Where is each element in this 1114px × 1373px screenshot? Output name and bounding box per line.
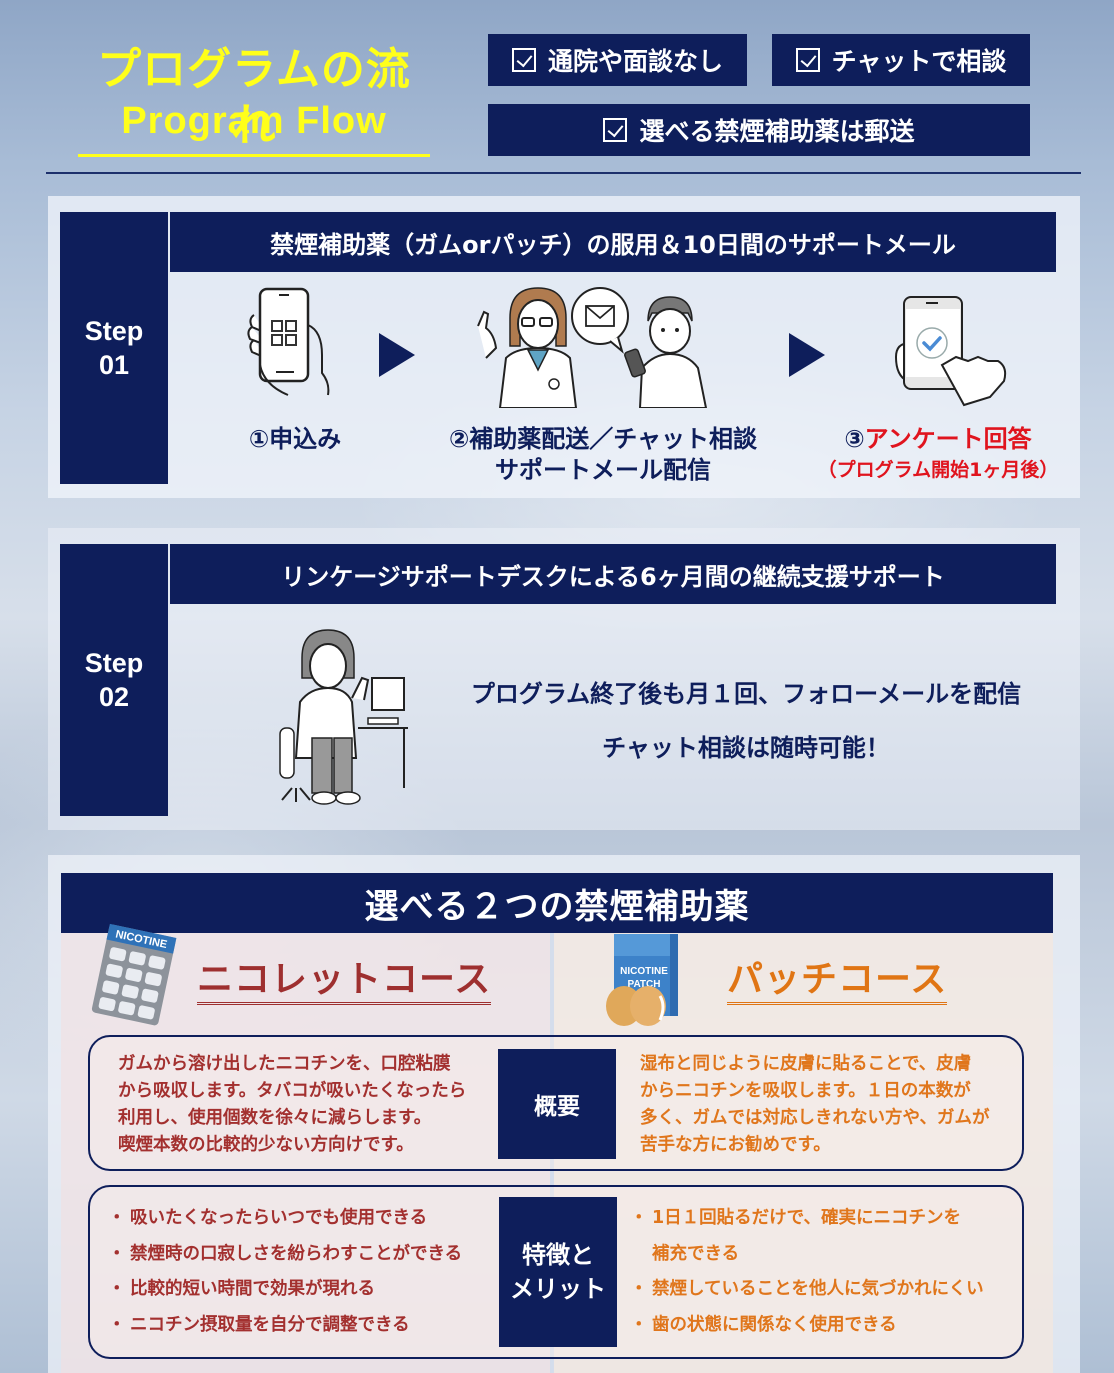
feature-tag-chat: チャットで相談 [772, 34, 1030, 86]
flow-step-1-label: ①申込み [248, 425, 342, 453]
list-item: ・禁煙時の口寂しさを紛らわすことができる [108, 1243, 463, 1264]
patch-merits-list: ・1日１回貼るだけで、確実にニコチンを 補充できる ・禁煙していることを他人に気… [630, 1201, 1020, 1343]
nicorette-overview: ガムから溶け出したニコチンを、口腔粘膜 から吸収します。タバコが吸いたくなったら… [118, 1054, 467, 1155]
nicotine-patch-box-icon: NICOTINE PATCH [606, 934, 678, 1026]
smartphone-qr-icon [247, 287, 330, 396]
step-02-label: Step 02 [60, 544, 168, 816]
flow-step-3-note: （プログラム開始1ヶ月後） [817, 459, 1059, 481]
medicine-heading: 選べる２つの禁煙補助薬 [61, 873, 1053, 933]
step-01-heading: 禁煙補助薬（ガムorパッチ）の服用＆10日間のサポートメール [170, 212, 1056, 272]
nicorette-course-title: ニコレットコース [197, 958, 492, 1005]
list-item: ・歯の状態に関係なく使用できる [630, 1314, 897, 1335]
feature-tag-label: チャットで相談 [831, 47, 1007, 76]
checkbox-checked-icon [603, 118, 628, 142]
checkbox-checked-icon [795, 48, 820, 72]
feature-tag-mail-delivery: 選べる禁煙補助薬は郵送 [488, 104, 1030, 156]
list-item: ・ニコチン摂取量を自分で調整できる [108, 1314, 410, 1335]
nicotine-gum-pack-icon: NICOTINE [91, 923, 177, 1026]
step-02-heading: リンケージサポートデスクによる6ヶ月間の継続支援サポート [170, 544, 1056, 604]
flow-arrow-icon [379, 333, 415, 377]
checkbox-checked-icon [511, 48, 536, 72]
svg-text:PATCH: PATCH [628, 979, 661, 990]
step-02-panel: Step 02 リンケージサポートデスクによる6ヶ月間の継続支援サポート [48, 528, 1080, 830]
list-item: 補充できる [652, 1243, 740, 1264]
list-item: ・1日１回貼るだけで、確実にニコチンを [630, 1208, 961, 1228]
list-item: ・吸いたくなったらいつでも使用できる [108, 1208, 428, 1228]
step-01-label: Step 01 [60, 212, 168, 484]
page-subtitle: Program Flow [121, 100, 387, 142]
step-02-text-follow-mail: プログラム終了後も月１回、フォローメールを配信 [470, 680, 1022, 708]
list-item: ・禁煙していることを他人に気づかれにくい [630, 1279, 984, 1299]
overview-label: 概要 [498, 1049, 616, 1159]
feature-tag-label: 通院や面談なし [547, 47, 723, 76]
step-02-text-chat: チャット相談は随時可能！ [602, 734, 890, 762]
merits-label: 特徴と メリット [499, 1197, 617, 1347]
support-staff-desk-icon [279, 629, 408, 805]
patch-overview: 湿布と同じように皮膚に貼ることで、皮膚 からニコチンを吸収します。１日の本数が … [640, 1054, 990, 1155]
smartphone-check-icon [894, 296, 1007, 407]
doctor-chat-icon [477, 287, 708, 408]
header-divider [46, 172, 1081, 174]
page-title: プログラムの流れ [78, 42, 430, 157]
feature-tag-label: 選べる禁煙補助薬は郵送 [639, 117, 915, 146]
patch-course-title: パッチコース [727, 958, 948, 1005]
svg-text:NICOTINE: NICOTINE [620, 966, 668, 977]
flow-arrow-icon [789, 333, 825, 377]
flow-step-3-label: ③アンケート回答 （プログラム開始1ヶ月後） [808, 424, 1068, 486]
nicorette-merits-list: ・吸いたくなったらいつでも使用できる ・禁煙時の口寂しさを紛らわすことができる … [108, 1201, 498, 1343]
list-item: ・比較的短い時間で効果が現れる [108, 1279, 375, 1299]
flow-step-2-label: ②補助薬配送／チャット相談 サポートメール配信 [448, 425, 758, 484]
feature-tag-no-visit: 通院や面談なし [488, 34, 747, 86]
